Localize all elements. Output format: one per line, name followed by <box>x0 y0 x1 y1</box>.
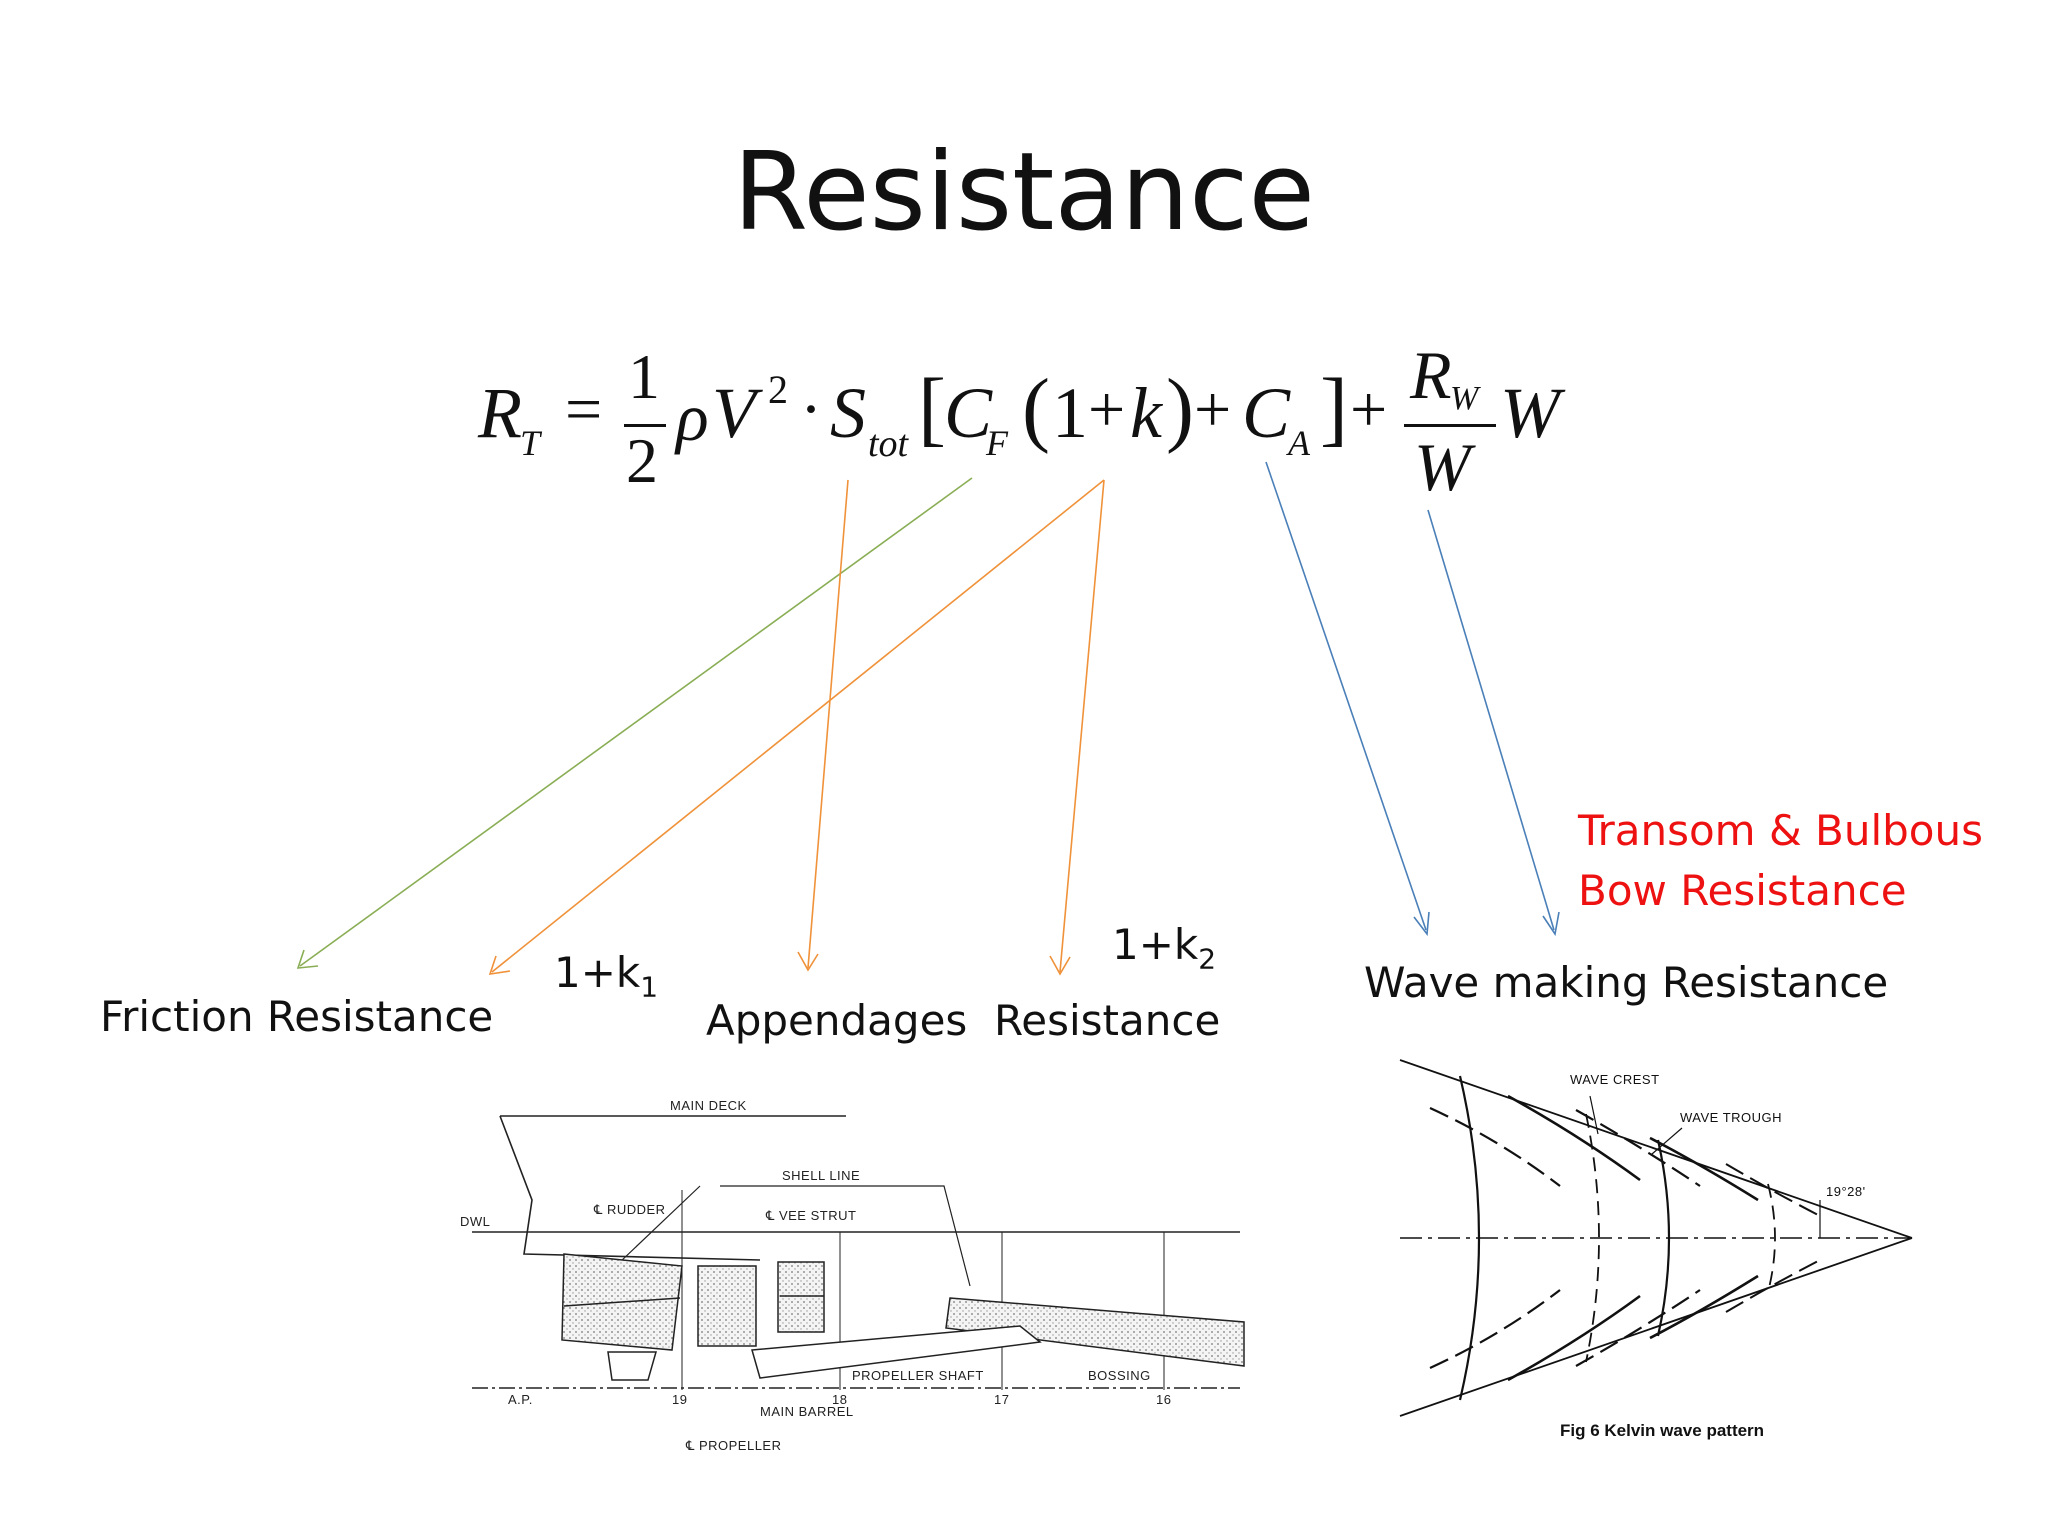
transverse-wave-2 <box>1656 1139 1671 1337</box>
propeller-shaft-shape <box>751 1325 1042 1379</box>
transverse-wave-1 <box>1458 1075 1481 1401</box>
kelvin-figure-caption: Fig 6 Kelvin wave pattern <box>1560 1421 1764 1440</box>
eq-ca-sub: A <box>1288 423 1310 463</box>
eq-equals: = <box>565 373 603 446</box>
drawing-shell-line: SHELL LINE <box>782 1168 860 1183</box>
eq-cf-sub: F <box>986 423 1008 463</box>
eq-rt-sub: T <box>520 423 541 463</box>
slide-title: Resistance <box>733 130 1315 255</box>
arrow-k1-head <box>488 955 511 975</box>
eq-rt: R <box>478 373 522 453</box>
drawing-station-17: 17 <box>994 1392 1009 1407</box>
arrow-transom <box>1427 509 1555 931</box>
eq-plus2: + <box>1194 373 1232 446</box>
label-k1-sub: 1 <box>640 970 659 1004</box>
eq-dot: · <box>800 373 822 446</box>
arrow-transom-head <box>1542 911 1560 937</box>
label-transom-line2: Bow Resistance <box>1578 866 1907 915</box>
eq-v: V <box>712 373 756 453</box>
arrow-k1 <box>491 479 1105 973</box>
transom-outline <box>499 1115 761 1261</box>
eq-half-den: 2 <box>626 425 658 496</box>
eq-frac-num: R <box>1410 337 1452 413</box>
eq-lparen: ( <box>1022 362 1050 455</box>
label-wave-making-resistance: Wave making Resistance <box>1364 958 1889 1007</box>
eq-frac-bar <box>1404 424 1496 427</box>
eq-rparen: ) <box>1166 362 1194 455</box>
arrow-friction-head <box>296 949 319 969</box>
eq-s-sub: tot <box>868 423 909 465</box>
wave-crest-label: WAVE CREST <box>1570 1072 1660 1087</box>
drawing-dwl: DWL <box>460 1214 490 1229</box>
arrow-k2-head <box>1049 955 1071 976</box>
eq-k: k <box>1130 373 1162 453</box>
eq-rbracket: ] <box>1320 362 1348 455</box>
drawing-station-18: 18 <box>832 1392 847 1407</box>
arrow-appendages <box>807 479 849 969</box>
arrow-wave <box>1265 461 1427 931</box>
eq-rho: ρ <box>676 379 709 455</box>
eq-s: S <box>830 373 866 453</box>
eq-cf: C <box>944 373 993 453</box>
wave-trough-label: WAVE TROUGH <box>1680 1110 1782 1125</box>
label-appendages-resistance: Appendages Resistance <box>706 996 1221 1045</box>
strut-shape-1 <box>697 1265 757 1347</box>
drawing-propeller: ℄ PROPELLER <box>685 1438 782 1453</box>
drawing-main-barrel: MAIN BARREL <box>760 1404 854 1419</box>
bossing-shape <box>945 1297 1245 1367</box>
label-k2-sub: 2 <box>1198 942 1217 976</box>
eq-frac-den: W <box>1414 429 1471 505</box>
eq-half-bar <box>624 424 666 427</box>
label-k1: 1+k1 <box>554 948 658 1003</box>
label-transom-line1: Transom & Bulbous <box>1578 806 1984 855</box>
label-k2-text: 1+k <box>1112 920 1199 969</box>
kelvin-wave-drawing: WAVE CREST WAVE TROUGH 19°28' Fig 6 Kelv… <box>1399 1059 1913 1440</box>
drawing-main-deck: MAIN DECK <box>670 1098 747 1113</box>
vee-strut-shape <box>777 1261 825 1333</box>
arrow-k2 <box>1059 479 1105 973</box>
wave-angle-label: 19°28' <box>1826 1184 1866 1199</box>
drawing-propeller-shaft: PROPELLER SHAFT <box>852 1368 984 1383</box>
eq-w: W <box>1500 373 1560 453</box>
arrow-wave-head <box>1413 911 1430 937</box>
label-k1-text: 1+k <box>554 948 641 997</box>
appendage-drawing: MAIN DECK SHELL LINE ℄ RUDDER ℄ VEE STRU… <box>460 1098 1245 1453</box>
drawing-ap: A.P. <box>508 1392 533 1407</box>
eq-frac-num-sub: W <box>1450 380 1479 417</box>
arrow-appendages-head <box>797 951 819 972</box>
drawing-station-19: 19 <box>672 1392 687 1407</box>
eq-ca: C <box>1242 373 1291 453</box>
label-k2: 1+k2 <box>1112 920 1216 975</box>
drawing-rudder: ℄ RUDDER <box>593 1202 666 1217</box>
eq-one: 1 <box>1052 373 1088 453</box>
eq-v-sup: 2 <box>768 367 788 412</box>
drawing-vee-strut: ℄ VEE STRUT <box>765 1208 856 1223</box>
arrow-friction <box>299 477 973 967</box>
drawing-station-16: 16 <box>1156 1392 1171 1407</box>
label-friction-resistance: Friction Resistance <box>100 992 494 1041</box>
drawing-bossing: BOSSING <box>1088 1368 1151 1383</box>
eq-half-num: 1 <box>628 341 660 412</box>
eq-lbracket: [ <box>918 362 946 455</box>
eq-plus3: + <box>1350 373 1388 446</box>
eq-plus1: + <box>1088 373 1126 446</box>
resistance-equation: R T = 1 2 ρ V 2 · S tot [ C F ( 1 + k ) … <box>0 0 2048 520</box>
